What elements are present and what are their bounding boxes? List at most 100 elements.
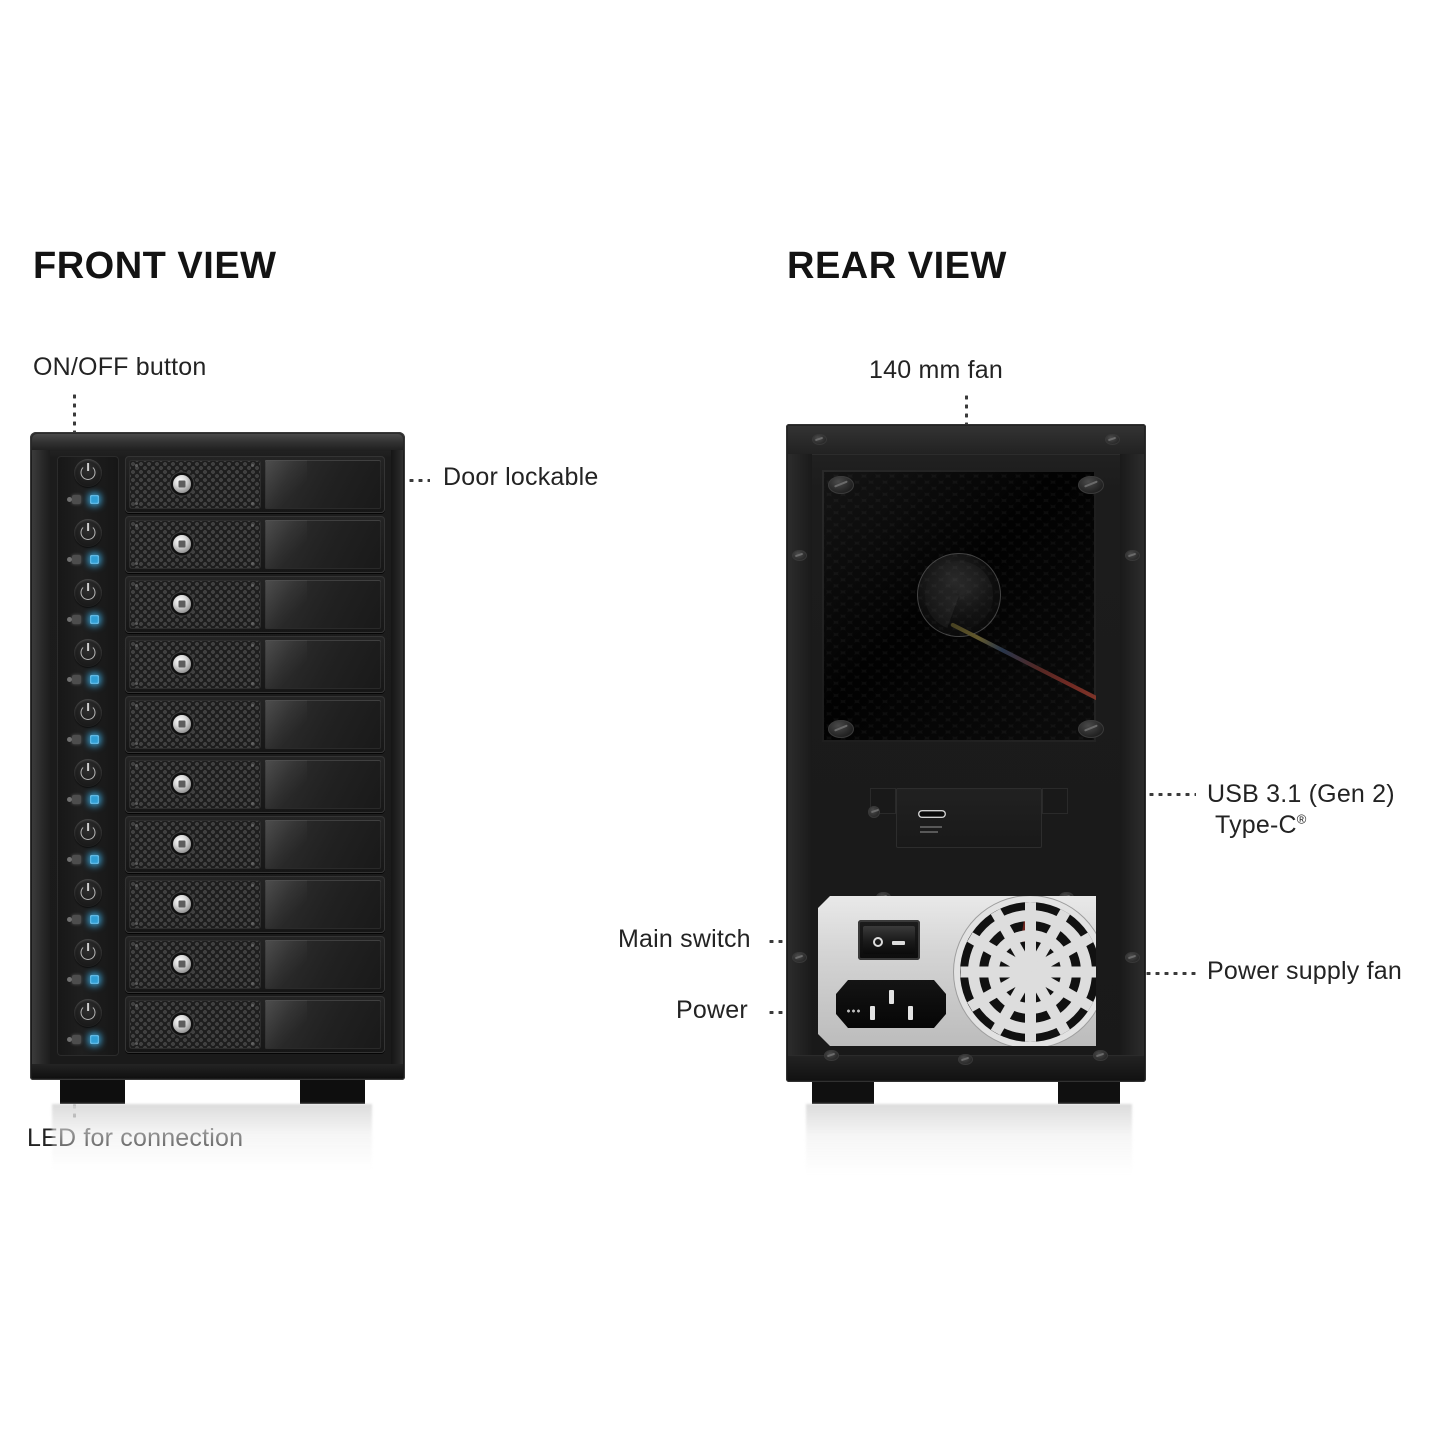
drive-bay[interactable] [125, 876, 385, 933]
drive-bay-door[interactable] [265, 520, 381, 569]
socket-pin [870, 1006, 875, 1020]
lock-icon[interactable] [173, 595, 191, 613]
screw-icon [135, 922, 138, 925]
drive-bay-door[interactable] [265, 940, 381, 989]
screw-icon [135, 524, 138, 527]
led-activity-icon [67, 1035, 81, 1044]
rear-fan-grille [822, 470, 1096, 742]
switch-off-symbol [873, 937, 883, 947]
screw-icon [1125, 952, 1140, 963]
front-enclosure [30, 432, 405, 1080]
socket-pin [889, 990, 894, 1004]
callout-power-supply-fan: Power supply fan [1207, 957, 1402, 985]
callout-main-switch: Main switch [618, 925, 751, 953]
front-case-top-bevel [32, 434, 403, 451]
lock-icon[interactable] [173, 955, 191, 973]
led-row [57, 456, 119, 516]
power-icon[interactable] [74, 699, 102, 727]
power-icon[interactable] [74, 459, 102, 487]
usb-port-panel [870, 788, 1068, 848]
rear-top-strip [788, 426, 1144, 455]
drive-bay-door[interactable] [265, 760, 381, 809]
screw-icon [251, 944, 254, 947]
screw-icon [868, 806, 880, 818]
lock-icon[interactable] [173, 475, 191, 493]
main-switch[interactable] [858, 920, 920, 960]
drive-bay-door[interactable] [265, 460, 381, 509]
led-link-icon [90, 1035, 99, 1044]
power-icon[interactable] [74, 939, 102, 967]
fan-hub [918, 554, 1000, 637]
screw-icon [251, 682, 254, 685]
fan-blades [924, 560, 994, 630]
status-led-column [57, 456, 119, 1056]
drive-bay[interactable] [125, 996, 385, 1053]
drive-bay[interactable] [125, 456, 385, 513]
lock-icon[interactable] [173, 715, 191, 733]
socket-lead-marks [846, 1009, 862, 1013]
front-case-right-edge [391, 450, 403, 1077]
drive-bay[interactable] [125, 816, 385, 873]
drive-bay[interactable] [125, 636, 385, 693]
drive-bay-door[interactable] [265, 700, 381, 749]
led-pair [67, 793, 111, 806]
led-link-icon [90, 495, 99, 504]
drive-bay-door[interactable] [265, 640, 381, 689]
led-activity-icon [67, 495, 81, 504]
iec-c14-socket-icon[interactable] [836, 980, 946, 1028]
screw-icon [251, 502, 254, 505]
power-icon[interactable] [74, 759, 102, 787]
screw-icon [251, 1004, 254, 1007]
lock-icon[interactable] [173, 655, 191, 673]
drive-bay[interactable] [125, 696, 385, 753]
screw-icon [251, 742, 254, 745]
lock-icon[interactable] [173, 895, 191, 913]
drive-bay-mesh [129, 520, 261, 569]
lock-icon[interactable] [173, 775, 191, 793]
drive-bay-door[interactable] [265, 580, 381, 629]
led-row [57, 516, 119, 576]
drive-bay[interactable] [125, 936, 385, 993]
power-icon[interactable] [74, 639, 102, 667]
power-icon[interactable] [74, 879, 102, 907]
drive-bay-mesh [129, 580, 261, 629]
led-pair [67, 913, 111, 926]
drive-bay-door[interactable] [265, 880, 381, 929]
lock-icon[interactable] [173, 535, 191, 553]
screw-icon [135, 502, 138, 505]
drive-bay-mesh [129, 880, 261, 929]
power-supply-plate [818, 896, 1096, 1046]
screw-icon [135, 824, 138, 827]
screw-icon [135, 862, 138, 865]
power-icon[interactable] [74, 579, 102, 607]
usb-panel-notch-right [1042, 788, 1068, 814]
lock-icon[interactable] [173, 1015, 191, 1033]
drive-bay-door[interactable] [265, 820, 381, 869]
screw-icon [251, 704, 254, 707]
screw-icon [135, 622, 138, 625]
screw-icon [135, 704, 138, 707]
callout-on-off-button: ON/OFF button [33, 353, 207, 381]
power-icon[interactable] [74, 999, 102, 1027]
screw-icon [135, 1004, 138, 1007]
drive-bay-mesh [129, 820, 261, 869]
power-icon[interactable] [74, 819, 102, 847]
power-icon[interactable] [74, 519, 102, 547]
lock-icon[interactable] [173, 835, 191, 853]
rear-reflection [806, 1104, 1132, 1174]
drive-bay-mesh [129, 1000, 261, 1049]
drive-bay-door[interactable] [265, 1000, 381, 1049]
drive-bay[interactable] [125, 576, 385, 633]
drive-bay[interactable] [125, 516, 385, 573]
drive-bay[interactable] [125, 756, 385, 813]
led-activity-icon [67, 615, 81, 624]
usb-c-port-icon[interactable] [918, 810, 946, 818]
front-case-bottom-lip [32, 1064, 403, 1078]
led-link-icon [90, 975, 99, 984]
rear-foot-left [812, 1082, 874, 1104]
rear-side-left [788, 454, 812, 1056]
rear-side-right [1120, 454, 1144, 1056]
front-foot-right [300, 1080, 365, 1104]
callout-usb-line2: Type-C [1215, 810, 1297, 839]
screw-icon [251, 802, 254, 805]
